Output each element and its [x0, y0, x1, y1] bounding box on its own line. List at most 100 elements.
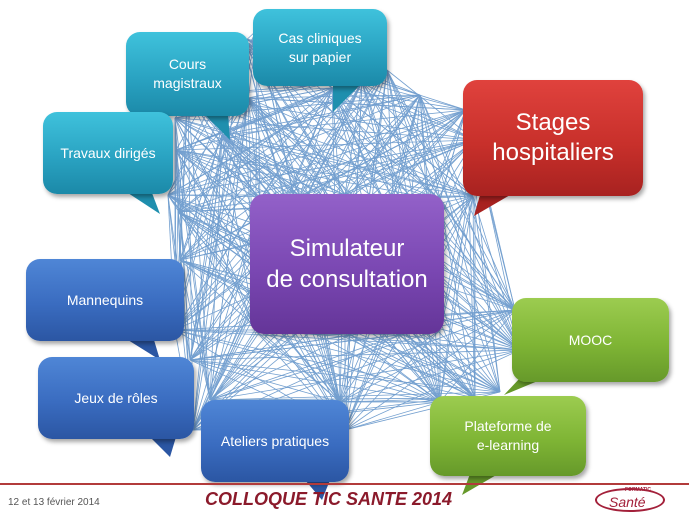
connection-line	[179, 199, 261, 261]
connection-line	[174, 117, 301, 197]
connection-line	[175, 149, 191, 361]
tail-jeux	[150, 437, 176, 457]
connection-line	[344, 329, 441, 431]
connection-line	[259, 81, 363, 201]
connection-line	[209, 391, 501, 401]
node-label: sur papier	[288, 48, 352, 65]
connection-line	[419, 94, 501, 393]
tail-stages	[474, 195, 510, 216]
connection-line	[177, 97, 249, 213]
tail-mooc	[504, 378, 545, 395]
connection-line	[344, 401, 441, 431]
node-stages-hospitaliers: Stages hospitaliers	[463, 80, 643, 196]
connection-line	[439, 199, 516, 311]
node-label: hospitaliers	[492, 139, 614, 166]
connection-line	[349, 334, 476, 399]
connection-line	[177, 139, 476, 213]
center-label: Simulateur	[289, 234, 405, 262]
connection-line	[254, 329, 341, 403]
center-label: de consultation	[266, 266, 428, 293]
tail-cas	[333, 85, 360, 112]
node-cours-magistraux: Cours magistraux	[126, 32, 249, 116]
connection-line	[174, 117, 346, 196]
connection-line	[221, 134, 301, 197]
node-label: Mannequins	[66, 291, 144, 308]
node-cas-cliniques: Cas cliniques sur papier	[253, 9, 387, 86]
connection-line	[472, 195, 501, 393]
connection-line	[174, 117, 211, 401]
tail-cours	[205, 115, 230, 140]
tail-mannequins	[128, 340, 160, 360]
connection-line	[247, 97, 261, 201]
tail-ateliers	[305, 480, 330, 500]
node-label: Stages	[515, 109, 591, 136]
connection-line	[419, 94, 521, 351]
connection-line	[209, 134, 223, 401]
connection-line	[399, 334, 476, 399]
connection-line	[221, 94, 421, 136]
node-label: MOOC	[568, 331, 613, 348]
connection-line	[174, 329, 441, 403]
connection-line	[221, 134, 346, 196]
connection-line	[344, 349, 521, 431]
connection-line	[419, 94, 516, 311]
logo-small-text: FORMATIC	[625, 487, 652, 493]
formatic-sante-logo: FORMATIC Santé	[595, 486, 669, 514]
connection-line	[344, 81, 363, 196]
connection-line	[299, 109, 467, 197]
connection-line	[192, 134, 223, 431]
connection-line	[174, 199, 261, 331]
connection-line	[192, 199, 261, 431]
connection-line	[189, 97, 249, 361]
connection-line	[439, 199, 521, 351]
connection-line	[221, 134, 474, 197]
connection-line	[439, 199, 476, 399]
node-simulateur-de-consultation: Simulateur de consultation	[250, 194, 444, 334]
connection-line	[179, 134, 223, 261]
node-travaux-diriges: Travaux dirigés	[43, 112, 173, 194]
connection-line	[175, 87, 333, 151]
node-label: Travaux dirigés	[60, 144, 156, 161]
connection-line	[299, 87, 333, 197]
node-label: Plateforme de	[464, 418, 552, 435]
connection-line	[177, 87, 333, 213]
connection-line	[399, 334, 521, 351]
connection-line	[175, 149, 346, 196]
node-mooc: MOOC	[512, 298, 669, 382]
node-label: e-learning	[476, 437, 540, 453]
logo-main-text: Santé	[609, 494, 646, 510]
connection-line	[254, 329, 501, 393]
node-label: Cours	[168, 56, 207, 73]
connection-line	[344, 334, 401, 431]
footer-title: COLLOQUE TIC SANTE 2014	[205, 489, 453, 509]
connection-line	[175, 94, 421, 151]
connection-line	[344, 94, 421, 196]
connection-line	[299, 139, 476, 197]
footer-date: 12 et 13 février 2014	[8, 497, 100, 508]
connection-line	[419, 94, 441, 201]
node-label: Cas cliniques	[278, 29, 362, 46]
connection-line	[349, 334, 501, 393]
connection-line	[386, 69, 476, 141]
node-label: Ateliers pratiques	[220, 432, 330, 449]
connection-line	[179, 97, 249, 261]
node-plateforme-e-learning: Plateforme de e-learning	[430, 396, 586, 476]
logo-ring	[595, 488, 665, 512]
connection-line	[339, 349, 521, 403]
connection-line	[439, 195, 474, 331]
node-jeux-de-roles: Jeux de rôles	[38, 357, 194, 439]
connection-line	[189, 134, 223, 361]
connection-line	[209, 334, 401, 401]
connection-line	[175, 149, 181, 261]
node-mannequins: Mannequins	[26, 259, 184, 341]
tail-travaux	[128, 193, 160, 214]
connection-line	[209, 334, 351, 401]
node-label: magistraux	[153, 75, 222, 91]
connection-line	[177, 211, 211, 401]
node-ateliers-pratiques: Ateliers pratiques	[201, 400, 349, 482]
connection-line	[361, 81, 474, 197]
connection-line	[175, 139, 476, 151]
footer-divider	[0, 483, 689, 485]
connection-line	[221, 134, 256, 331]
connection-line	[386, 69, 521, 351]
